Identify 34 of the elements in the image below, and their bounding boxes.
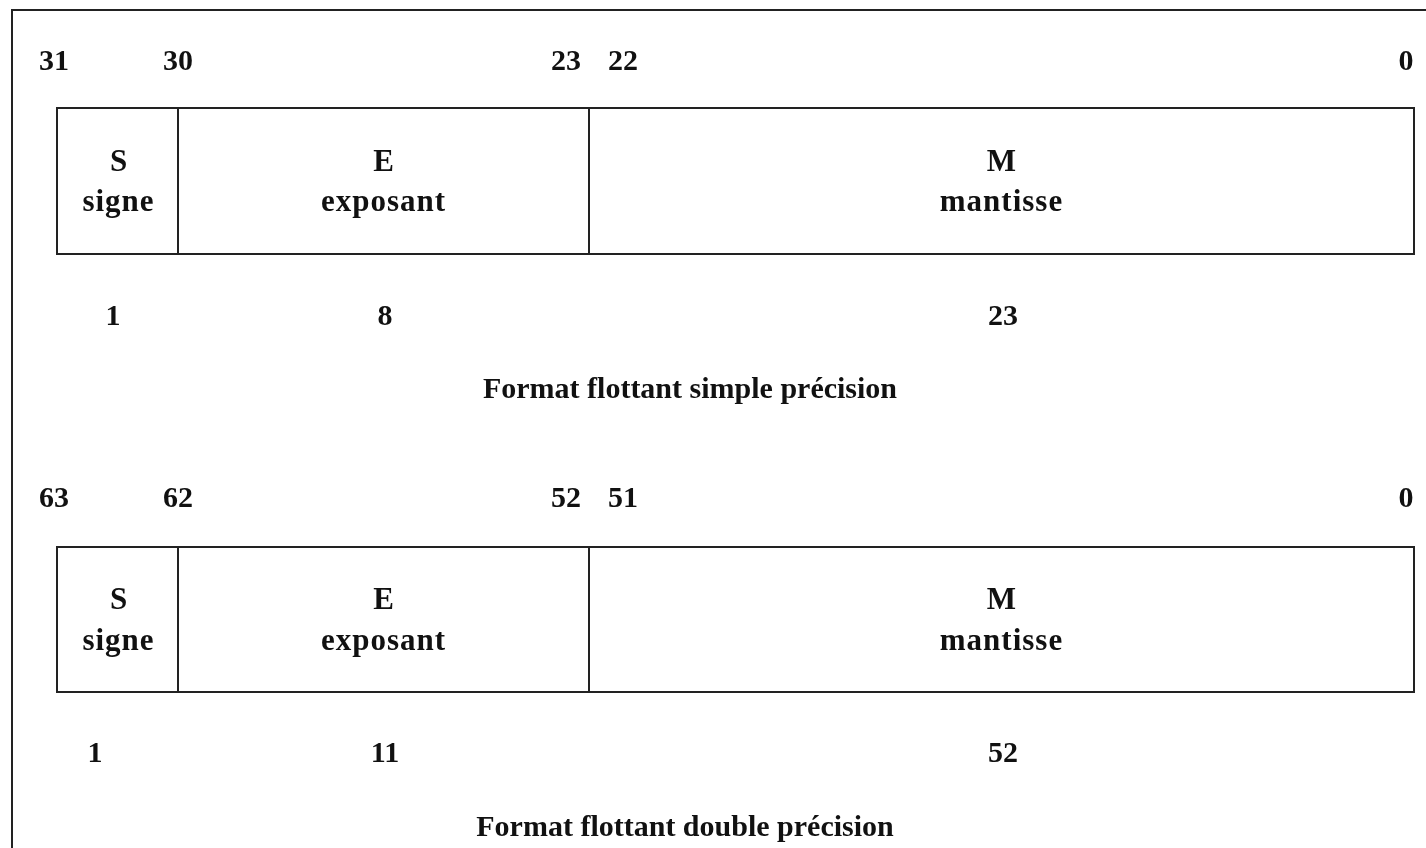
format-caption: Format flottant double précision — [476, 809, 894, 843]
bit-index: 63 — [39, 480, 69, 514]
field-letter: S — [109, 580, 128, 619]
bit-index: 62 — [163, 480, 193, 514]
field-name: mantisse — [939, 182, 1064, 220]
field-width: 8 — [377, 298, 393, 332]
field-width: 1 — [87, 735, 103, 769]
field-name: signe — [82, 182, 155, 220]
field-letter: M — [986, 580, 1017, 619]
field-name: exposant — [320, 182, 447, 220]
bit-index: 52 — [551, 480, 581, 514]
bit-index: 51 — [608, 480, 638, 514]
bit-index: 22 — [608, 43, 638, 77]
field-name: signe — [82, 620, 155, 659]
field-name: exposant — [320, 620, 447, 659]
field-width: 23 — [988, 298, 1018, 332]
field-width: 52 — [988, 735, 1018, 769]
bit-field-cell — [588, 546, 1415, 693]
field-letter: S — [109, 141, 128, 180]
bit-index: 31 — [39, 43, 69, 77]
bit-field-cell — [177, 107, 590, 255]
field-letter: E — [373, 580, 394, 619]
bit-index: 30 — [163, 43, 193, 77]
field-letter: M — [986, 141, 1017, 180]
field-name: mantisse — [939, 620, 1064, 659]
field-letter: E — [373, 141, 394, 180]
format-caption: Format flottant simple précision — [482, 371, 898, 405]
field-width: 11 — [370, 735, 400, 769]
bit-field-cell — [588, 107, 1415, 255]
bit-field-cell — [177, 546, 590, 693]
bit-index: 0 — [1398, 480, 1414, 514]
bit-index: 23 — [551, 43, 581, 77]
bit-index: 0 — [1398, 43, 1414, 77]
field-width: 1 — [105, 298, 121, 332]
